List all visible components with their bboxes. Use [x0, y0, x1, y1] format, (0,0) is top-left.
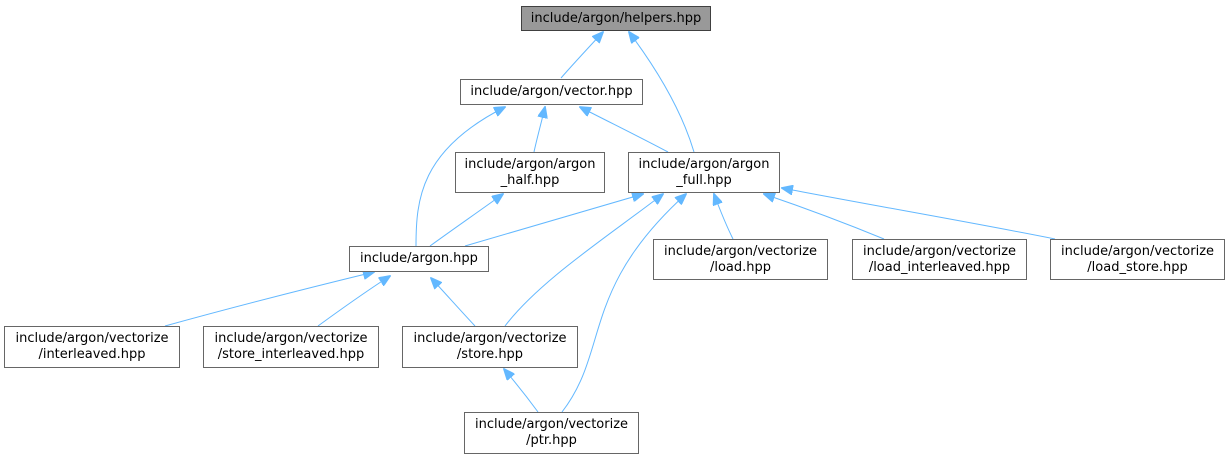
edge-store-interleaved-to-argon	[317, 276, 390, 327]
edges-layer	[164, 32, 1056, 413]
node-vector-hpp[interactable]: include/argon/vector.hpp	[460, 79, 643, 105]
node-label-line-1: include/argon/vectorize	[15, 331, 169, 346]
edge-store-to-argon-full	[504, 194, 663, 327]
edge-argon-to-vector	[415, 107, 505, 247]
node-label-line-2: _full.hpp	[676, 172, 732, 188]
node-label: include/argon.hpp	[360, 251, 478, 266]
node-label-line-2: /store_interleaved.hpp	[217, 347, 365, 362]
node-label-line-2: /load.hpp	[709, 259, 772, 275]
edge-load-store-to-argon-full	[782, 188, 1056, 240]
node-label-line-1: include/argon/vectorize	[214, 331, 368, 346]
node-argon-hpp[interactable]: include/argon.hpp	[349, 246, 489, 272]
node-label-line-2: /interleaved.hpp	[38, 347, 146, 362]
node-label-line-1: include/argon/vectorize	[663, 243, 818, 259]
node-store-hpp[interactable]: include/argon/vectorize /store.hpp	[402, 326, 578, 368]
node-label: include/argon/vector.hpp	[470, 84, 633, 99]
node-label-line-2: _half.hpp	[500, 172, 560, 188]
node-label: include/argon/helpers.hpp	[530, 10, 702, 26]
node-label-line-2: /load_interleaved.hpp	[868, 259, 1011, 275]
edge-load-interleaved-to-argon-full	[764, 194, 885, 240]
edge-argon-half-to-vector	[533, 107, 545, 153]
node-argon-full-hpp[interactable]: include/argon/argon _full.hpp	[628, 152, 780, 193]
edge-ptr-to-argon-full	[561, 194, 686, 413]
node-ptr-hpp[interactable]: include/argon/vectorize /ptr.hpp	[464, 412, 639, 454]
node-load-interleaved-hpp[interactable]: include/argon/vectorize /load_interleave…	[852, 239, 1027, 280]
node-label-line-1: include/argon/vectorize	[862, 243, 1017, 259]
edge-argon-full-to-vector	[580, 107, 669, 153]
node-helpers-hpp: include/argon/helpers.hpp	[521, 6, 711, 31]
node-label-line-1: include/argon/argon	[464, 156, 596, 172]
node-interleaved-hpp[interactable]: include/argon/vectorize /interleaved.hpp	[4, 326, 180, 368]
node-argon-half-hpp[interactable]: include/argon/argon _half.hpp	[455, 152, 605, 193]
node-label-line-2: /ptr.hpp	[526, 433, 577, 448]
edge-vector-to-helpers	[560, 32, 603, 79]
node-label-line-1: include/argon/vectorize	[413, 331, 567, 346]
edge-store-to-argon	[431, 278, 476, 327]
edge-load-to-argon-full	[714, 194, 734, 240]
node-label-line-1: include/argon/argon	[638, 156, 770, 172]
node-load-store-hpp[interactable]: include/argon/vectorize /load_store.hpp	[1050, 239, 1225, 280]
node-load-hpp[interactable]: include/argon/vectorize /load.hpp	[653, 239, 828, 280]
edge-interleaved-to-argon	[164, 272, 374, 327]
node-label-line-2: /load_store.hpp	[1087, 259, 1188, 275]
edge-argon-to-argon-half	[429, 194, 503, 247]
node-label-line-1: include/argon/vectorize	[1060, 243, 1215, 259]
node-store-interleaved-hpp[interactable]: include/argon/vectorize /store_interleav…	[203, 326, 379, 368]
edge-argon-to-argon-full	[464, 194, 643, 247]
edge-ptr-to-store	[504, 369, 539, 413]
node-label-line-1: include/argon/vectorize	[474, 417, 629, 432]
node-label-line-2: /store.hpp	[456, 347, 524, 362]
edge-argon-full-to-helpers	[629, 32, 695, 153]
